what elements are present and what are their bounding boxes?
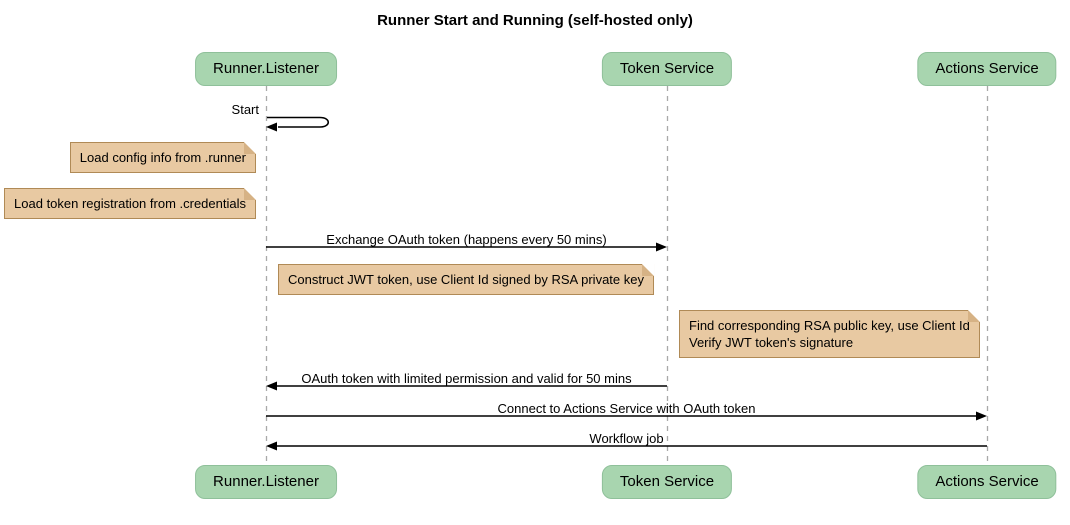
note-line: Construct JWT token, use Client Id signe… (288, 272, 644, 287)
arrowhead-start (266, 122, 277, 132)
message-label-start: Start (231, 102, 259, 117)
diagram-title: Runner Start and Running (self-hosted on… (377, 12, 693, 29)
note-load-config: Load config info from .runner (69, 142, 257, 173)
participant-bottom-actions-service: Actions Service (917, 465, 1057, 499)
participant-top-runner-listener: Runner.Listener (195, 52, 337, 86)
message-label-oauth-return: OAuth token with limited permission and … (301, 371, 632, 386)
note-verify-jwt: Find corresponding RSA public key, use C… (679, 310, 980, 358)
message-label-workflow-job: Workflow job (589, 431, 664, 446)
note-line: Find corresponding RSA public key, use C… (689, 318, 970, 333)
message-label-connect-actions: Connect to Actions Service with OAuth to… (497, 401, 756, 416)
note-line: Load token registration from .credential… (14, 196, 246, 211)
note-line: Verify JWT token's signature (689, 335, 854, 350)
note-construct-jwt: Construct JWT token, use Client Id signe… (278, 264, 654, 295)
arrowhead-oauth-return (266, 381, 277, 391)
participant-bottom-runner-listener: Runner.Listener (195, 465, 337, 499)
participant-top-actions-service: Actions Service (917, 52, 1057, 86)
message-label-exchange-oauth: Exchange OAuth token (happens every 50 m… (326, 232, 607, 247)
note-line: Load config info from .runner (79, 150, 246, 165)
arrowhead-workflow-job (266, 441, 277, 451)
participant-bottom-token-service: Token Service (601, 465, 733, 499)
arrowhead-exchange-oauth (656, 242, 667, 252)
participant-top-token-service: Token Service (601, 52, 733, 86)
note-load-token-registration: Load token registration from .credential… (4, 188, 256, 219)
arrowhead-connect-actions (976, 411, 987, 421)
self-message-loop-start (267, 116, 330, 128)
